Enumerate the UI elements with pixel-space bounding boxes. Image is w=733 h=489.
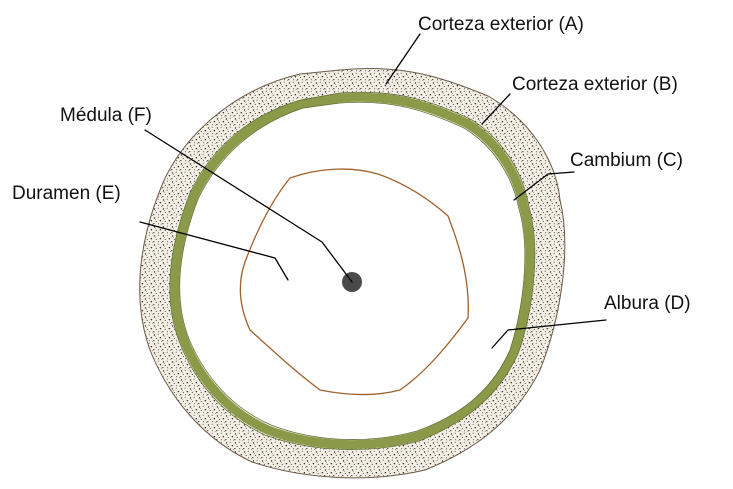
label-heartwood: Duramen (E) [12, 183, 121, 204]
cambium-ring [175, 97, 530, 444]
label-cambium: Cambium (C) [570, 150, 683, 171]
label-sapwood: Albura (D) [604, 293, 691, 314]
label-pith: Médula (F) [60, 105, 152, 126]
label-outer-bark-a: Corteza exterior (A) [418, 14, 584, 35]
label-outer-bark-b: Corteza exterior (B) [512, 74, 678, 95]
